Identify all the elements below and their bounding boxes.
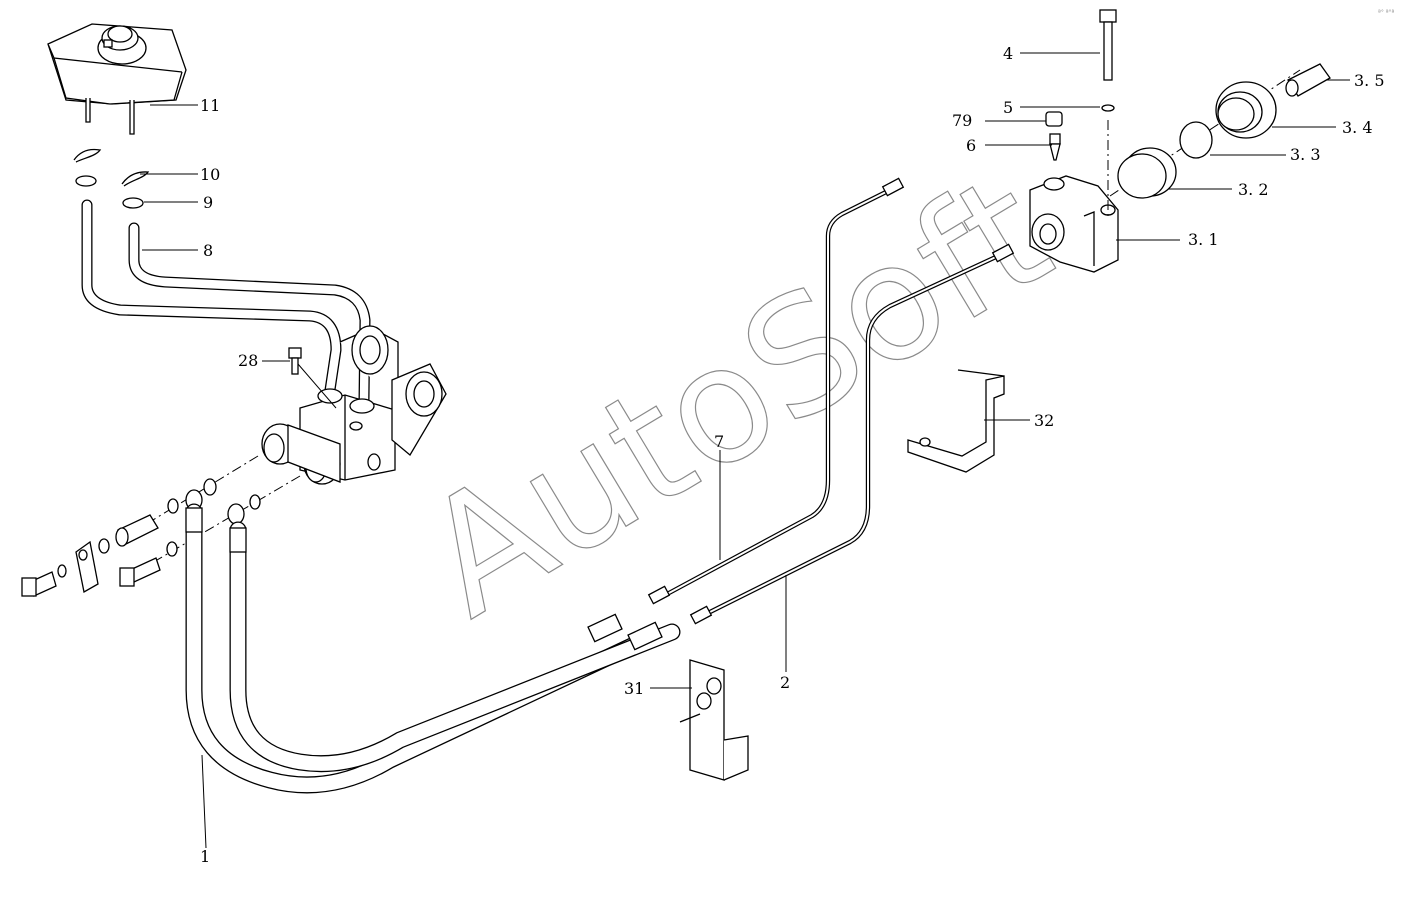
hose-clip-left xyxy=(73,148,102,187)
callout-1: 1 xyxy=(200,847,210,866)
callout-79: 79 xyxy=(952,111,972,130)
callout-4: 4 xyxy=(1003,44,1013,63)
watermark-text: AutoSoft xyxy=(393,138,1078,652)
banjo-fittings xyxy=(21,478,261,597)
o-ring-3-3 xyxy=(1179,121,1213,159)
axis-line-lower xyxy=(139,475,301,571)
corner-mark: ª° ª°ª xyxy=(1378,9,1395,16)
cap-79 xyxy=(1045,111,1063,127)
bracket-31 xyxy=(679,659,749,781)
callout-3-2: 3. 2 xyxy=(1238,180,1269,199)
callout-7: 7 xyxy=(714,432,724,451)
bleed-screw-3-5 xyxy=(1285,63,1331,97)
proportioning-valve xyxy=(1029,175,1119,273)
callout-5: 5 xyxy=(1003,98,1013,117)
callout-11: 11 xyxy=(200,96,220,115)
cap-3-4 xyxy=(1215,81,1277,139)
leader-lines xyxy=(140,52,1350,849)
callout-labels: 11 10 9 8 28 1 7 2 31 32 4 5 79 6 3. 1 3… xyxy=(200,44,1385,866)
callout-3-4: 3. 4 xyxy=(1342,118,1373,137)
brake-fluid-reservoir xyxy=(47,23,187,135)
bolt-28 xyxy=(288,347,302,375)
callout-10: 10 xyxy=(200,165,220,184)
callout-32: 32 xyxy=(1034,411,1054,430)
rigid-line-fittings xyxy=(647,177,1015,625)
callout-3-3: 3. 3 xyxy=(1290,145,1321,164)
callout-9: 9 xyxy=(203,193,213,212)
flexible-brake-lines xyxy=(185,503,681,794)
bleeder-6 xyxy=(1049,133,1061,161)
callout-28: 28 xyxy=(238,351,258,370)
master-cylinder xyxy=(261,325,447,485)
hose-end-fittings xyxy=(185,507,663,651)
callout-31: 31 xyxy=(624,679,644,698)
rigid-brake-lines xyxy=(653,187,1001,621)
callout-2: 2 xyxy=(780,673,790,692)
callout-3-1: 3. 1 xyxy=(1188,230,1219,249)
callout-8: 8 xyxy=(203,241,213,260)
callout-3-5: 3. 5 xyxy=(1354,71,1385,90)
piston-3-2 xyxy=(1117,147,1177,199)
washer-5 xyxy=(1101,104,1115,112)
callout-6: 6 xyxy=(966,136,976,155)
reservoir-pipes xyxy=(81,199,371,406)
bolt-4 xyxy=(1099,9,1117,81)
hose-clip-right xyxy=(121,171,150,209)
bracket-32 xyxy=(907,369,1005,473)
